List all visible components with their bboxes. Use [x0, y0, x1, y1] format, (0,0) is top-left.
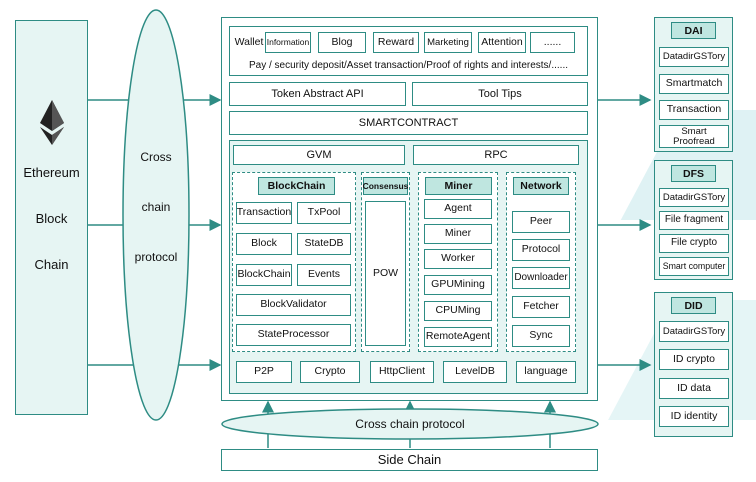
miner-miner: Miner	[424, 224, 492, 244]
ethereum-label: Ethereum	[23, 164, 80, 180]
blockchain-events: Events	[297, 264, 351, 286]
tab-information: Information	[265, 32, 311, 53]
miner-header: Miner	[425, 177, 492, 195]
dai-header: DAI	[671, 22, 716, 39]
cross-chain-line-2: chain	[141, 200, 171, 214]
did-id-data: ID data	[659, 378, 729, 399]
smartcontract: SMARTCONTRACT	[229, 111, 588, 135]
tab-more: ......	[530, 32, 575, 53]
blockchain-blockvalidator: BlockValidator	[236, 294, 351, 316]
network-fetcher: Fetcher	[512, 296, 570, 318]
token-abstract-api: Token Abstract API	[229, 82, 406, 106]
blockchain-statedb: StateDB	[297, 233, 351, 255]
module-crypto: Crypto	[300, 361, 360, 383]
network-sync: Sync	[512, 325, 570, 347]
cross-chain-line-1: Cross	[140, 150, 172, 164]
miner-worker: Worker	[424, 249, 492, 269]
blockchain-blockchain: BlockChain	[236, 264, 292, 286]
dfs-datadirgstory: DatadirGSTory	[659, 188, 729, 207]
tab-marketing: Marketing	[424, 32, 472, 53]
did-datadirgstory: DatadirGSTory	[659, 321, 729, 342]
module-p2p: P2P	[236, 361, 292, 383]
miner-gpumining: GPUMining	[424, 275, 492, 295]
tab-reward: Reward	[373, 32, 419, 53]
dfs-header: DFS	[671, 165, 716, 182]
wallet-label: Wallet	[234, 36, 264, 48]
blockchain-header: BlockChain	[258, 177, 335, 195]
dfs-file-fragment: File fragment	[659, 211, 729, 230]
rpc: RPC	[413, 145, 579, 165]
did-id-identity: ID identity	[659, 406, 729, 427]
blockchain-block: Block	[236, 233, 292, 255]
consensus-pow: POW	[365, 201, 406, 346]
miner-remoteagent: RemoteAgent	[424, 327, 492, 347]
dai-smart-proofread: Smart Proofread	[659, 125, 729, 148]
chain-label: Chain	[34, 256, 69, 272]
ethereum-block-chain-panel	[15, 20, 88, 415]
miner-agent: Agent	[424, 199, 492, 219]
dfs-file-crypto: File crypto	[659, 234, 729, 253]
tool-tips: Tool Tips	[412, 82, 588, 106]
tab-blog: Blog	[318, 32, 366, 53]
dfs-smart-computer: Smart computer	[659, 257, 729, 276]
dai-smartmatch: Smartmatch	[659, 74, 729, 94]
tab-attention: Attention	[478, 32, 526, 53]
side-chain: Side Chain	[221, 449, 598, 471]
consensus-header: Consensus	[363, 177, 408, 195]
cross-chain-bottom-label: Cross chain protocol	[355, 417, 465, 431]
did-header: DID	[671, 297, 716, 314]
network-peer: Peer	[512, 211, 570, 233]
miner-cpuming: CPUMing	[424, 301, 492, 321]
did-id-crypto: ID crypto	[659, 349, 729, 370]
wallet-description: Pay / security deposit/Asset transaction…	[248, 59, 569, 71]
network-protocol: Protocol	[512, 239, 570, 261]
gvm: GVM	[233, 145, 405, 165]
blockchain-stateprocessor: StateProcessor	[236, 324, 351, 346]
network-group	[506, 172, 576, 352]
network-header: Network	[513, 177, 569, 195]
module-httpclient: HttpClient	[370, 361, 434, 383]
module-language: language	[516, 361, 576, 383]
module-leveldb: LevelDB	[443, 361, 507, 383]
dai-datadirgstory: DatadirGSTory	[659, 47, 729, 67]
dai-transaction: Transaction	[659, 100, 729, 120]
block-label: Block	[35, 210, 68, 226]
network-downloader: Downloader	[512, 267, 570, 289]
blockchain-txpool: TxPool	[297, 202, 351, 224]
cross-chain-line-3: protocol	[134, 250, 178, 264]
blockchain-transaction: Transaction	[236, 202, 292, 224]
